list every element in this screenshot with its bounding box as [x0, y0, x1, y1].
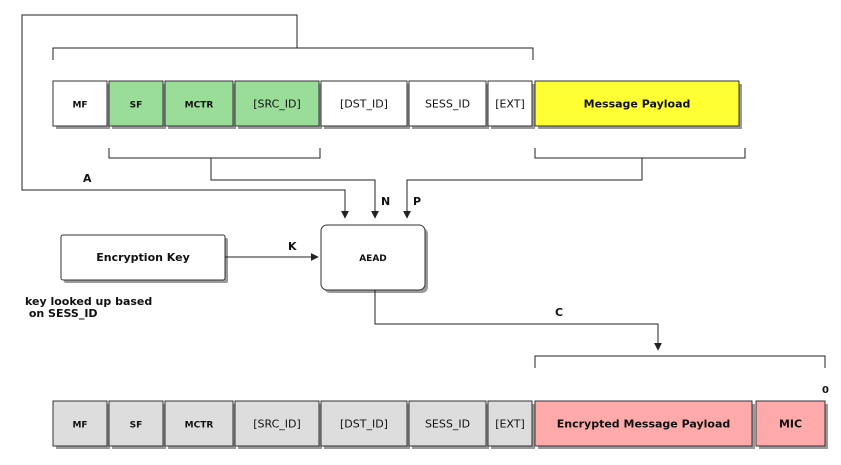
- plaintext-field-box: [164, 80, 234, 127]
- encrypted-field-box: [164, 400, 234, 447]
- encrypted-field-label: MF: [72, 421, 87, 431]
- encrypted-field-label: [SRC_ID]: [253, 418, 301, 431]
- edge-c-line: [374, 290, 662, 351]
- edge-c-label: C: [555, 306, 563, 319]
- encrypted-field-box: [108, 400, 164, 447]
- ad-bracket: [52, 47, 534, 60]
- plaintext-field-label: [EXT]: [495, 98, 525, 111]
- ciphertext-bracket: [534, 355, 826, 368]
- encrypted-field-label: Encrypted Message Payload: [557, 418, 731, 431]
- encrypted-field-label: [DST_ID]: [340, 418, 388, 431]
- encrypted-field-box: [408, 400, 487, 447]
- encrypted-field-label: SF: [130, 421, 143, 431]
- encrypted-field-box: [487, 400, 533, 447]
- plaintext-field-label: SESS_ID: [425, 98, 470, 111]
- plaintext-field-box: [52, 80, 108, 127]
- encrypted-field-label: MCTR: [185, 421, 214, 431]
- edge-n-line: [210, 158, 379, 219]
- edge-a-label: A: [83, 172, 92, 185]
- edge-k-label: K: [288, 240, 297, 253]
- encrypted-field-label: SESS_ID: [425, 418, 470, 431]
- encryption-key-label: Encryption Key: [96, 251, 190, 264]
- encrypted-field-label: MIC: [779, 418, 802, 431]
- nonce-bracket: [108, 148, 321, 159]
- encrypted-field-box: [534, 400, 753, 447]
- edge-p-line: [403, 158, 643, 219]
- encrypted-field-box: [234, 400, 320, 447]
- plaintext-field-label: [DST_ID]: [340, 98, 388, 111]
- key-note-line2: on SESS_ID: [25, 307, 98, 320]
- aead-box: [320, 224, 426, 291]
- edge-a-line: [21, 14, 349, 219]
- plaintext-field-box: [408, 80, 487, 127]
- encrypted-field-box: [755, 400, 826, 447]
- encrypted-message-fields: MF SF MCTR [SRC_ID] [DST_ID] SESS_ID [EXT] Encr…: [52, 400, 828, 449]
- plaintext-field-label: MCTR: [185, 101, 214, 111]
- plaintext-field-box: [234, 80, 320, 127]
- plaintext-field-box: [108, 80, 164, 127]
- edge-n-label: N: [381, 195, 390, 208]
- plaintext-field-label: Message Payload: [584, 98, 691, 111]
- aead-label: AEAD: [359, 254, 387, 264]
- encrypted-field-box: [52, 400, 108, 447]
- encrypted-field-box: [320, 400, 408, 447]
- edge-zero-label: 0: [822, 385, 829, 396]
- plaintext-message-fields: MF SF MCTR [SRC_ID] [DST_ID] SESS_ID [EXT] Mess…: [52, 80, 742, 129]
- plaintext-field-box: [487, 80, 533, 127]
- plaintext-field-box: [320, 80, 408, 127]
- plaintext-field-label: MF: [72, 101, 87, 111]
- payload-bracket: [534, 148, 746, 159]
- plaintext-field-label: SF: [130, 101, 143, 111]
- edge-p-label: P: [413, 195, 421, 208]
- plaintext-field-label: [SRC_ID]: [253, 98, 301, 111]
- encrypted-field-label: [EXT]: [495, 418, 525, 431]
- key-note-line1: key looked up based: [25, 295, 152, 308]
- plaintext-field-box: [534, 80, 740, 127]
